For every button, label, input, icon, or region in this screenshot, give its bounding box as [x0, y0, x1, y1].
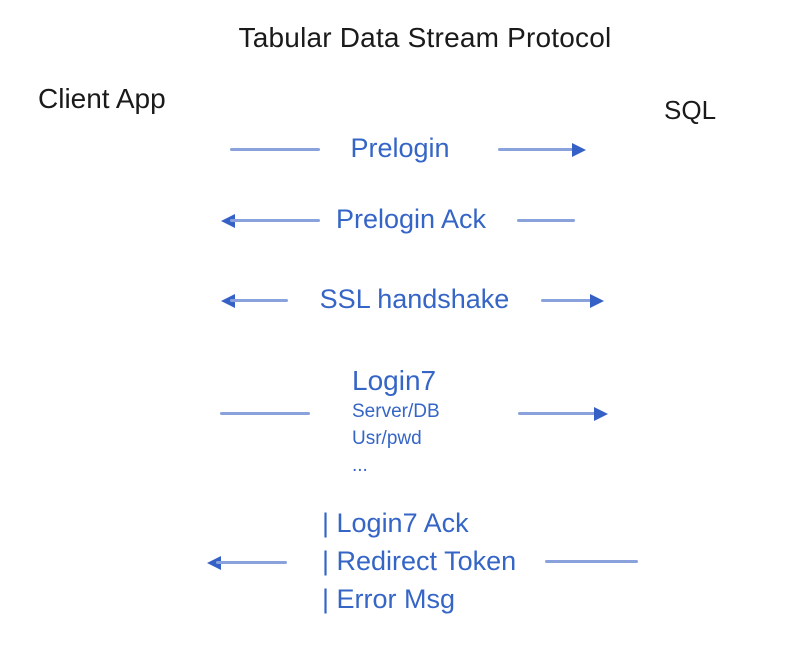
- login7-ack-right-line: [545, 554, 638, 569]
- login7-response-block: | Login7 Ack | Redirect Token | Error Ms…: [322, 504, 516, 618]
- response-login7-ack: | Login7 Ack: [322, 508, 469, 538]
- prelogin-left-line: [230, 142, 320, 157]
- prelogin-ack-label: Prelogin Ack: [335, 204, 487, 234]
- prelogin-ack-right-line: [517, 213, 575, 228]
- response-error-msg: | Error Msg: [322, 584, 456, 614]
- diagram-title: Tabular Data Stream Protocol: [238, 22, 612, 53]
- prelogin-label: Prelogin: [350, 133, 450, 163]
- ssl-handshake-label: SSL handshake: [319, 284, 510, 314]
- actor-sql-server: SQL: [664, 95, 717, 125]
- login7-ack-left-arrow: [207, 555, 287, 570]
- login7-right-arrow: [518, 406, 608, 421]
- login7-detail-ellipsis: ...: [352, 455, 368, 476]
- login7-detail-usr-pwd: Usr/pwd: [352, 428, 422, 449]
- ssl-handshake-left-arrow: [221, 293, 288, 308]
- login7-left-line: [220, 406, 310, 421]
- ssl-handshake-right-arrow: [541, 293, 604, 308]
- login7-label: Login7: [352, 365, 437, 396]
- actor-client-app: Client App: [38, 83, 166, 114]
- login7-message-block: Login7 Server/DB Usr/pwd ...: [352, 364, 440, 479]
- prelogin-right-arrow: [498, 142, 586, 157]
- prelogin-ack-left-arrow: [221, 213, 320, 228]
- response-redirect-token: | Redirect Token: [322, 546, 517, 576]
- login7-detail-server-db: Server/DB: [352, 401, 440, 422]
